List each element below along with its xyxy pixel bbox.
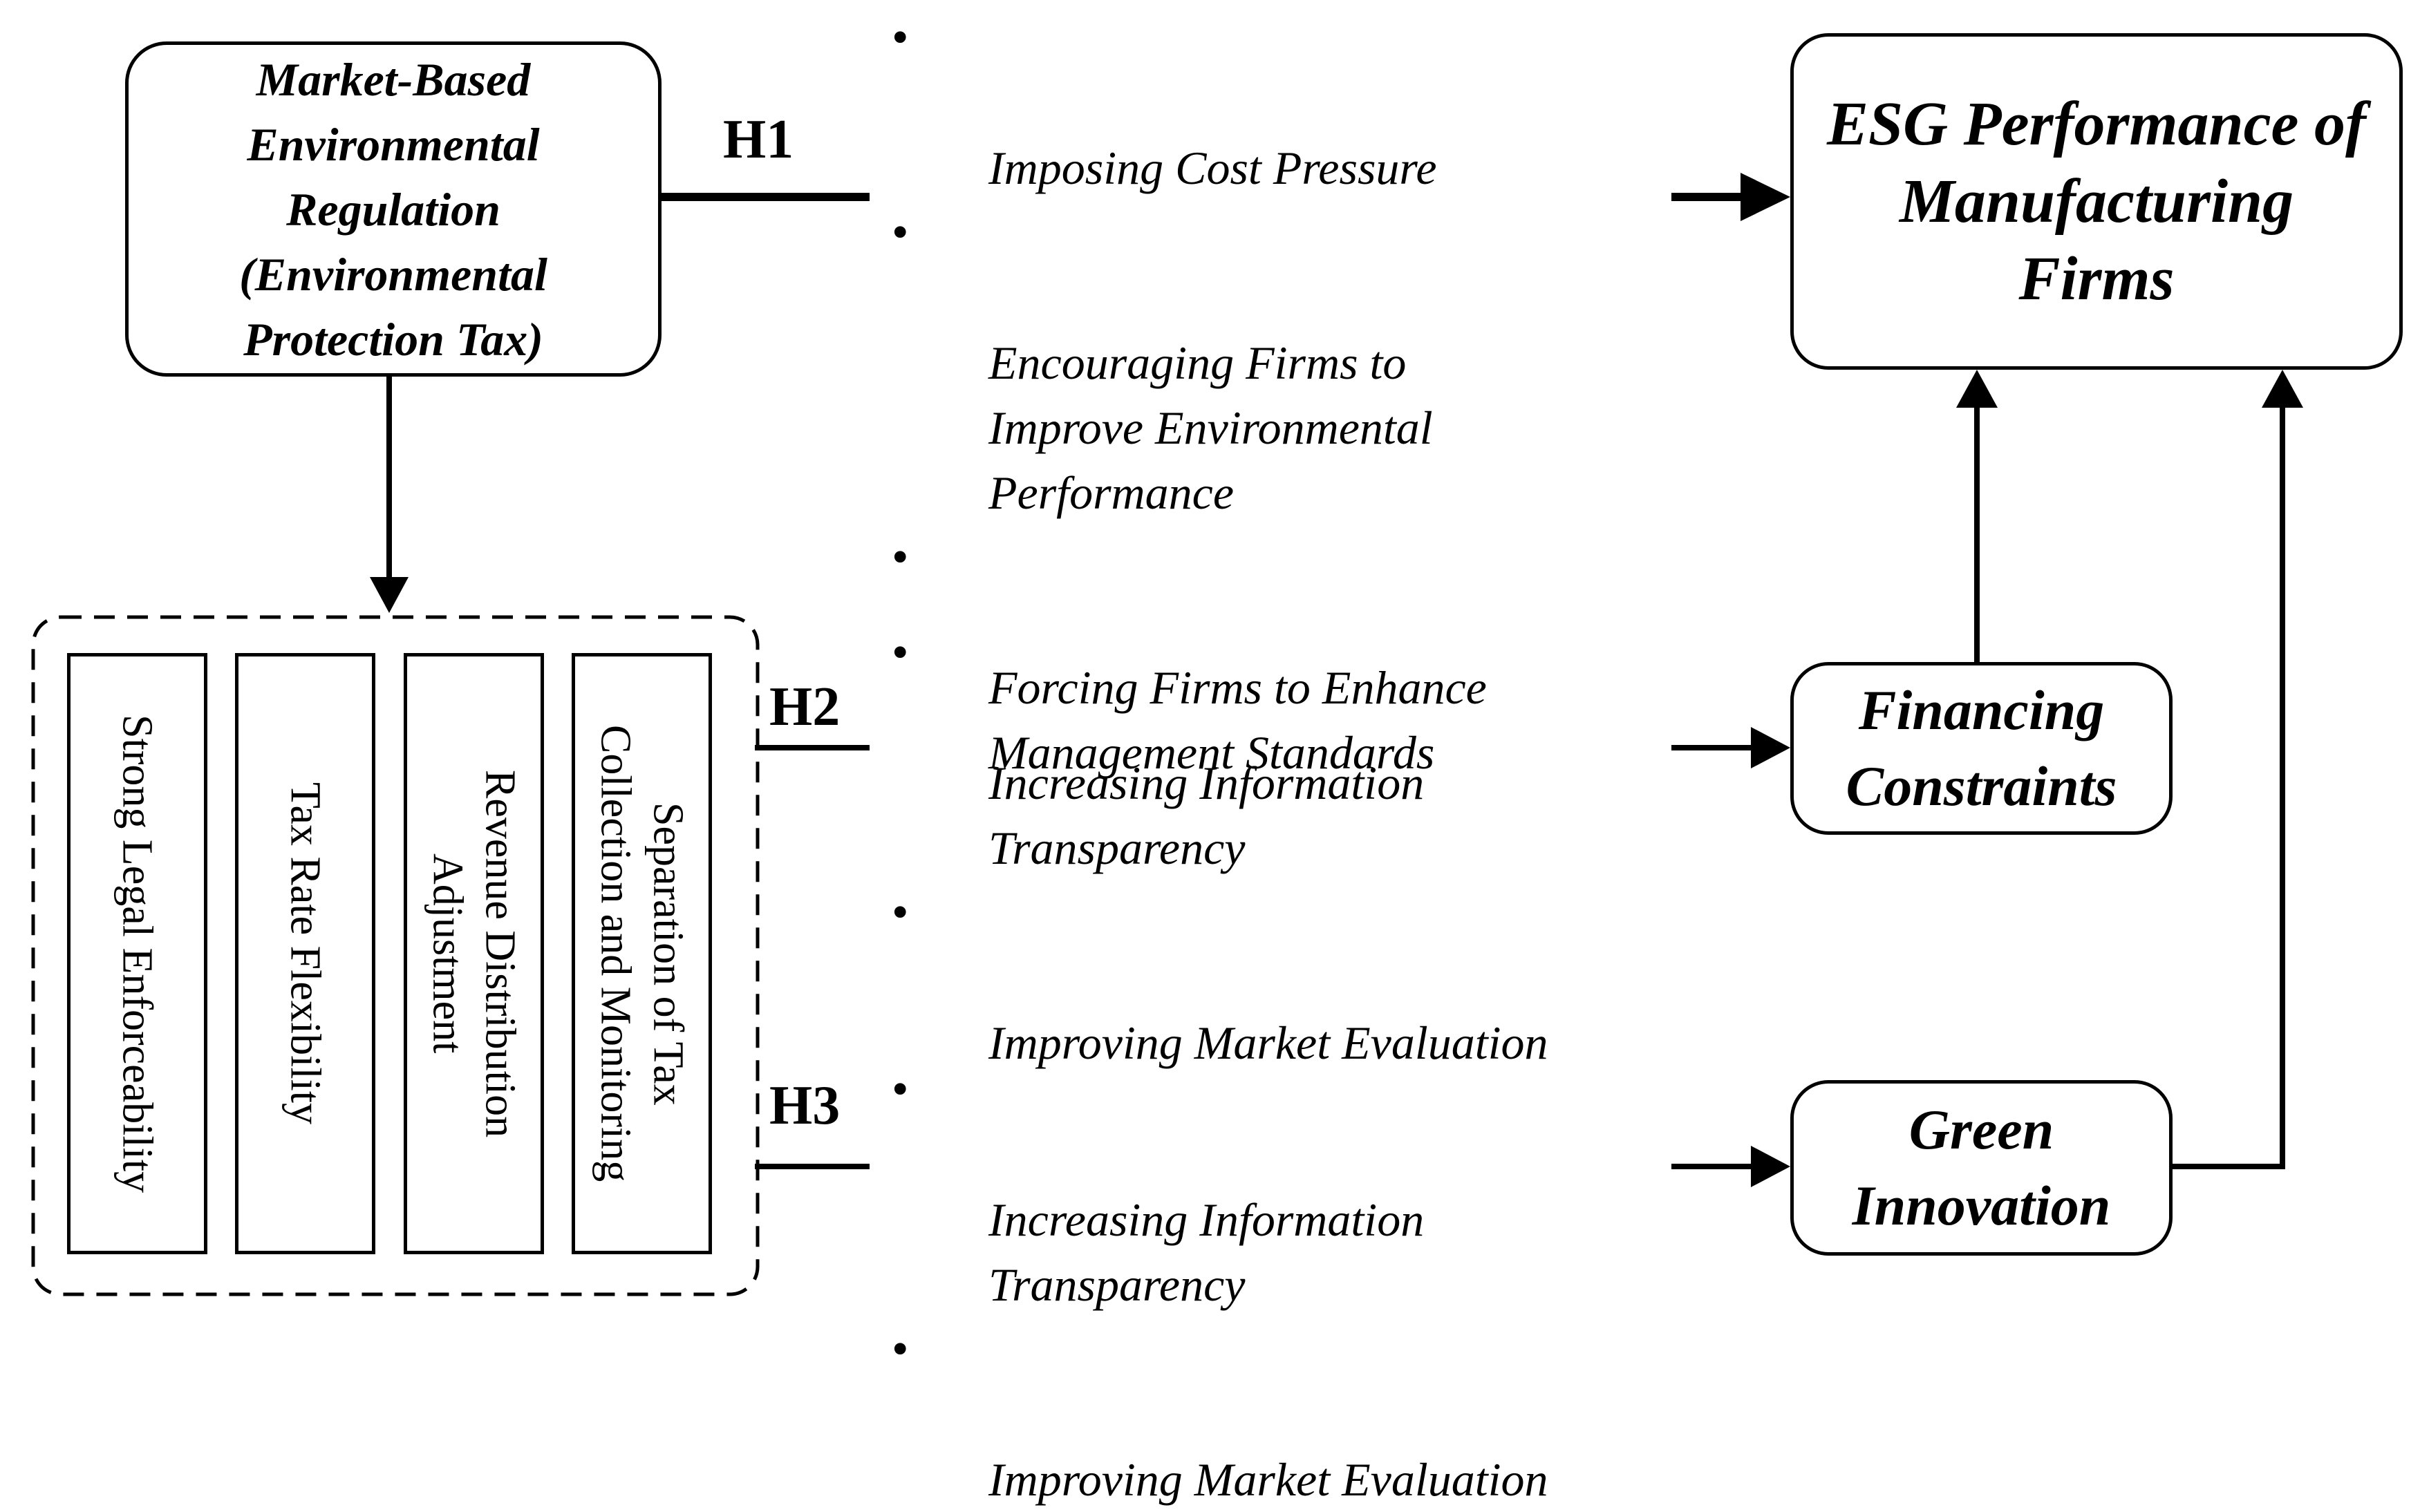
source-box: Market-Based Environmental Regulation (E… bbox=[125, 41, 662, 377]
green-innovation-label: Green Innovation bbox=[1852, 1098, 2111, 1237]
financing-constraints-label: Financing Constraints bbox=[1846, 679, 2117, 818]
bullet-dot: • bbox=[892, 1063, 909, 1116]
financing-to-outcome-arrowhead bbox=[1956, 370, 1998, 408]
mechanism-label: Strong Legal Enforceability bbox=[113, 714, 161, 1193]
bullet-dot: • bbox=[892, 11, 909, 64]
bullet-text: Imposing Cost Pressure bbox=[988, 142, 1437, 194]
connector-layer bbox=[31, 173, 2303, 1296]
bullet-text: Improving Market Evaluation bbox=[988, 1017, 1548, 1069]
mechanism-legal-enforceability: Strong Legal Enforceability bbox=[67, 653, 207, 1254]
h3-label: H3 bbox=[769, 1075, 841, 1136]
h1-bullet-item: • Imposing Cost Pressure bbox=[892, 6, 1659, 200]
h1-label: H1 bbox=[723, 109, 794, 170]
h3-arrowhead bbox=[1751, 1146, 1790, 1187]
h1-bullet-item: • Forcing Firms to Enhance Management St… bbox=[892, 525, 1659, 785]
bullet-dot: • bbox=[892, 531, 909, 584]
green-innovation-box: Green Innovation bbox=[1790, 1080, 2173, 1256]
h3-bullet-list: • Increasing Information Transparency • … bbox=[892, 1057, 1659, 1512]
h1-bullet-item: • Encouraging Firms to Improve Environme… bbox=[892, 200, 1659, 525]
green-to-outcome-arrowhead bbox=[2262, 370, 2303, 408]
h1-bullet-list: • Imposing Cost Pressure • Encouraging F… bbox=[892, 6, 1659, 785]
bullet-text: Improving Market Evaluation bbox=[988, 1453, 1548, 1506]
outcome-box: ESG Performance of Manufacturing Firms bbox=[1790, 33, 2403, 370]
bullet-dot: • bbox=[892, 1323, 909, 1376]
green-to-outcome-line bbox=[2169, 404, 2285, 1169]
h1-arrowhead bbox=[1741, 173, 1790, 221]
mechanism-revenue-distribution: Revenue Distribution Adjustment bbox=[404, 653, 544, 1254]
mechanism-label: Tax Rate Flexibility bbox=[281, 782, 329, 1125]
arrowhead-source-to-mechanisms bbox=[370, 577, 409, 613]
h2-arrowhead bbox=[1751, 727, 1790, 768]
h2-bullet-item: • Increasing Information Transparency bbox=[892, 621, 1659, 880]
source-box-label: Market-Based Environmental Regulation (E… bbox=[239, 53, 547, 366]
h2-bullet-item: • Improving Market Evaluation bbox=[892, 880, 1659, 1075]
h2-label: H2 bbox=[769, 677, 841, 737]
bullet-text: Encouraging Firms to Improve Environment… bbox=[988, 337, 1433, 519]
financing-constraints-box: Financing Constraints bbox=[1790, 662, 2173, 835]
h2-bullet-list: • Increasing Information Transparency • … bbox=[892, 621, 1659, 1075]
mechanism-label: Revenue Distribution Adjustment bbox=[424, 769, 524, 1138]
bullet-dot: • bbox=[892, 206, 909, 259]
bullet-text: Increasing Information Transparency bbox=[988, 1193, 1425, 1311]
bullet-text: Forcing Firms to Enhance Management Stan… bbox=[988, 661, 1487, 779]
h3-bullet-item: • Improving Market Evaluation bbox=[892, 1317, 1659, 1512]
mechanism-group-frame bbox=[31, 615, 760, 1296]
bullet-text: Increasing Information Transparency bbox=[988, 757, 1425, 874]
h3-bullet-item: • Increasing Information Transparency bbox=[892, 1057, 1659, 1317]
bullet-dot: • bbox=[892, 626, 909, 679]
mechanism-label: Separation of Tax Collection and Monitor… bbox=[592, 725, 692, 1182]
bullet-dot: • bbox=[892, 886, 909, 939]
mechanism-separation-of-tax: Separation of Tax Collection and Monitor… bbox=[572, 653, 712, 1254]
mechanism-tax-rate-flexibility: Tax Rate Flexibility bbox=[235, 653, 375, 1254]
outcome-box-label: ESG Performance of Manufacturing Firms bbox=[1827, 89, 2366, 313]
diagram-canvas: Market-Based Environmental Regulation (E… bbox=[31, 6, 2403, 1506]
